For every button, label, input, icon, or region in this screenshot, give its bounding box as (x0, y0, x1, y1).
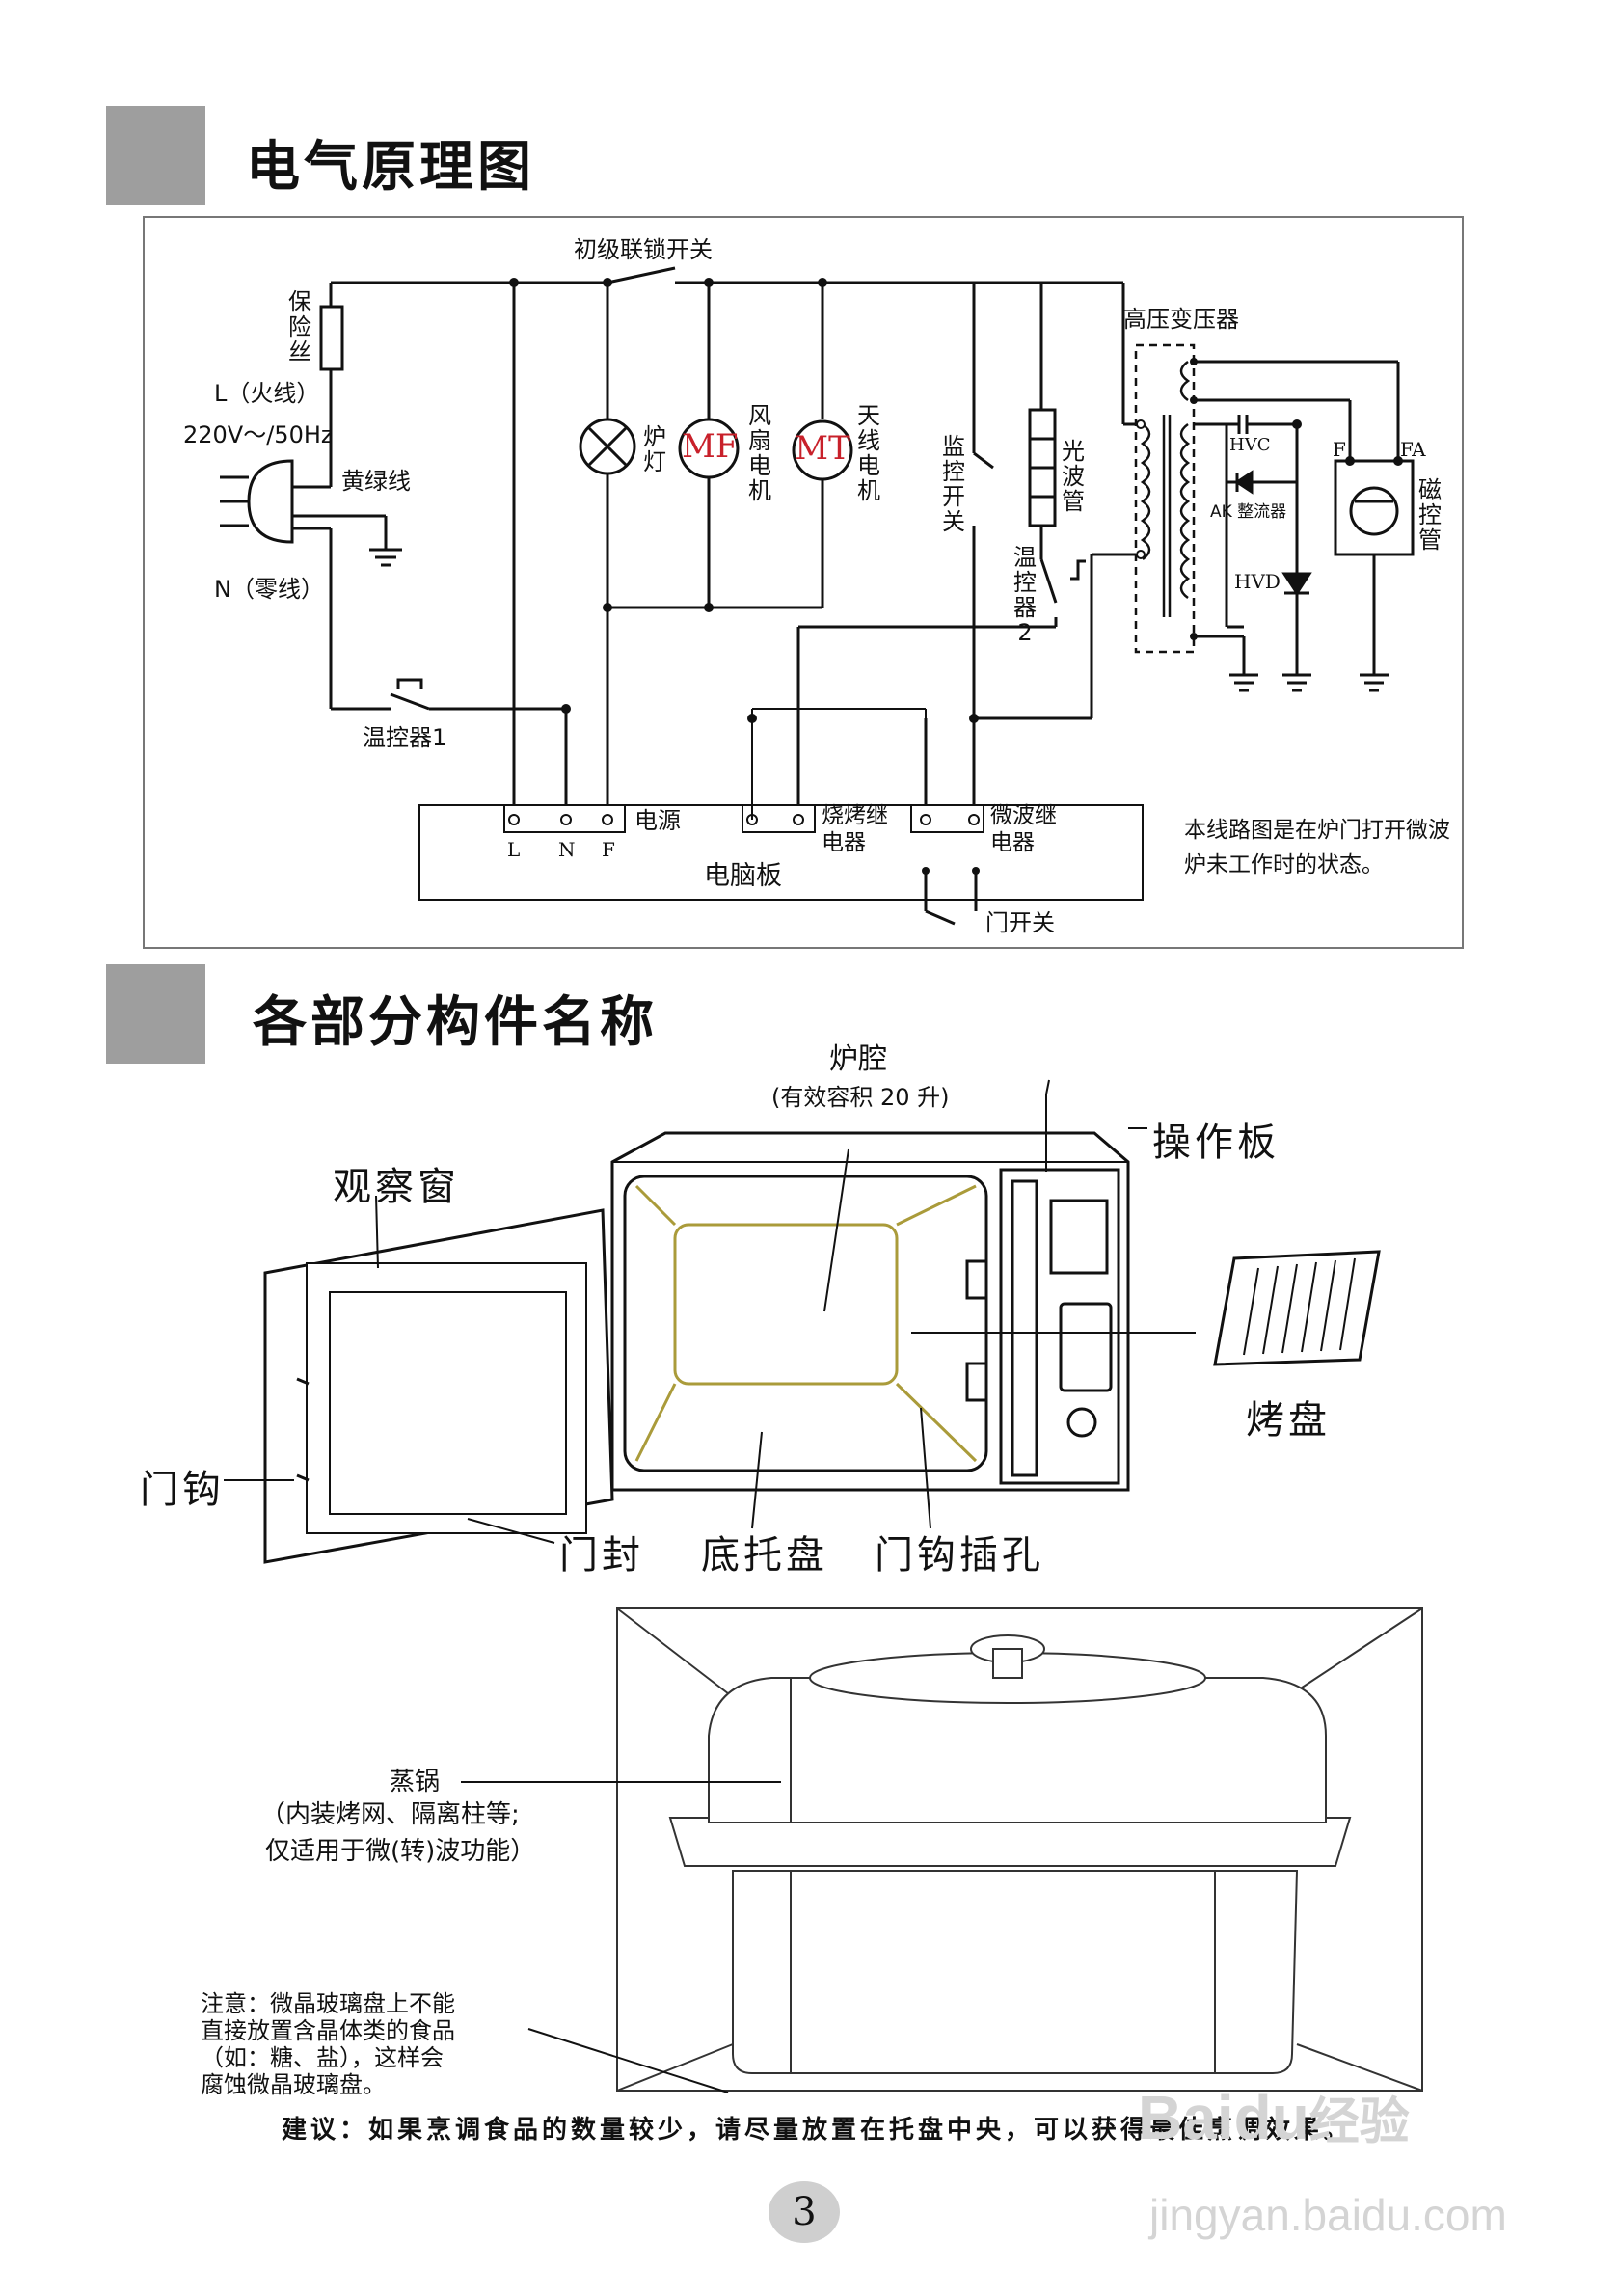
watermark-brand: Baidu (1138, 2083, 1309, 2152)
grill-tray-label: 烤盘 (1246, 1398, 1331, 1443)
circuit-diagram-frame (143, 216, 1464, 949)
terminal-l-label: L (507, 838, 521, 861)
lamp-label: 炉灯 (643, 423, 666, 475)
watermark-url: jingyan.baidu.com (1149, 2190, 1507, 2240)
circuit-note: 本线路图是在炉门打开微波炉未工作时的状态。 (1184, 818, 1450, 878)
terminal-f-label: F (602, 838, 615, 861)
microwave-illustration (224, 1079, 1381, 1564)
watermark-cn: 经验 (1308, 2094, 1410, 2150)
thermostat2-label: 温控器2 (1013, 544, 1037, 646)
mw-relay-label: 微波继电器 (990, 803, 1057, 855)
door-hook-label: 门钩 (140, 1468, 225, 1512)
door-seal-label: 门封 (559, 1533, 644, 1578)
note-line2: 直接放置含晶体类的食品 (201, 2017, 455, 2044)
page-number: 3 (769, 2181, 840, 2243)
transformer-label: 高压变压器 (1123, 306, 1239, 333)
section-marker (106, 964, 205, 1064)
hvd-label: HVD (1234, 570, 1281, 593)
watermark-logo: Baidu经验 (1138, 2081, 1410, 2153)
hvc-label: HVC (1229, 435, 1271, 455)
magnetron-label: 磁控管 (1418, 476, 1442, 554)
board-label: 电脑板 (704, 861, 782, 891)
terminal-n-label: N (558, 838, 576, 861)
cavity-volume-label: (有效容积 20 升) (771, 1084, 950, 1111)
thermostat1-label: 温控器1 (363, 724, 447, 751)
antenna-motor-symbol: MT (795, 429, 850, 468)
interlock-switch-label: 初级联锁开关 (574, 236, 713, 263)
section-title-circuit: 电气原理图 (246, 135, 535, 199)
live-label: L（火线） (214, 380, 320, 407)
f-label: F (1333, 438, 1346, 461)
neutral-label: N（零线） (214, 576, 324, 603)
section-title-parts: 各部分构件名称 (253, 990, 658, 1054)
grill-relay-label: 烧烤继电器 (822, 803, 888, 855)
rectifier-label: AK 整流器 (1210, 502, 1287, 522)
circuit-diagram (220, 266, 1415, 926)
fuse-label: 保险丝 (288, 288, 311, 365)
hook-hole-label: 门钩插孔 (875, 1533, 1044, 1578)
note-line3: （如：糖、盐），这样会 (201, 2044, 444, 2071)
light-tube-label: 光波管 (1062, 438, 1085, 515)
monitor-switch-label: 监控开关 (942, 433, 965, 535)
ground-wire-label: 黄绿线 (341, 468, 411, 495)
steamer-desc-line2: 仅适用于微(转)波功能） (265, 1837, 536, 1866)
antenna-motor-label: 天线电机 (857, 402, 880, 504)
note-line4: 腐蚀微晶玻璃盘。 (201, 2071, 386, 2098)
section-marker (106, 106, 205, 205)
steamer-illustration (461, 1607, 1423, 2093)
door-switch-label: 门开关 (985, 909, 1055, 936)
note-line1: 注意：微晶玻璃盘上不能 (201, 1990, 455, 2017)
fa-label: FA (1400, 438, 1426, 461)
fan-motor-symbol: MF (682, 427, 739, 466)
fan-motor-label: 风扇电机 (748, 402, 771, 504)
base-tray-label: 底托盘 (701, 1533, 828, 1578)
steamer-label: 蒸锅 (390, 1768, 441, 1796)
control-panel-label: 操作板 (1152, 1121, 1280, 1165)
advice-text: 建议：如果烹调食品的数量较少，请尽量放置在托盘中央，可以获得最佳烹调效果。 (282, 2116, 1353, 2145)
steamer-desc-line1: （内装烤网、隔离柱等; (260, 1800, 520, 1829)
cavity-label: 炉腔 (829, 1042, 887, 1076)
window-label: 观察窗 (333, 1165, 460, 1209)
power-label: 电源 (634, 807, 681, 834)
voltage-label: 220V～/50Hz (183, 421, 334, 448)
